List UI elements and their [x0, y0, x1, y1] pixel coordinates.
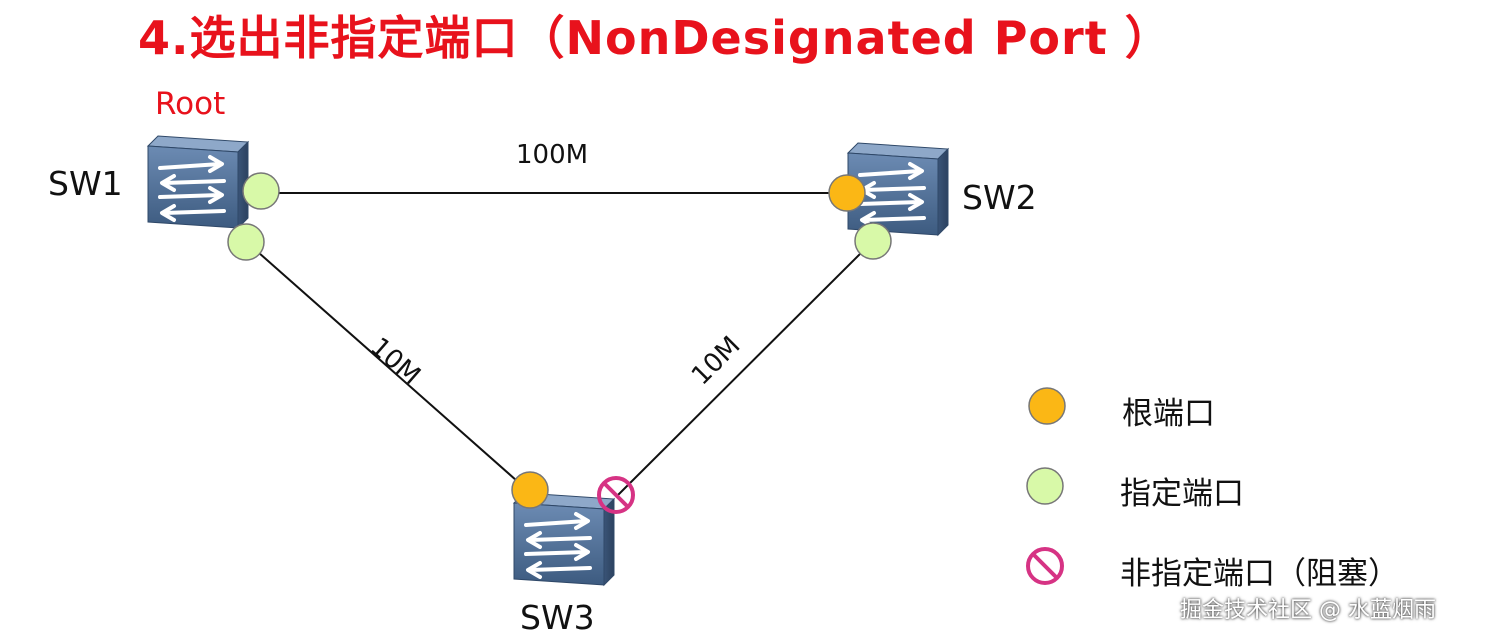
switch-sw3-label: SW3	[520, 598, 595, 637]
switch-sw1-icon	[146, 134, 250, 230]
legend-designated-port-label: 指定端口	[1120, 476, 1244, 512]
port-sw1-sw2-designated	[242, 172, 280, 210]
legend-blocked-port-icon	[1026, 547, 1064, 585]
switch-sw1-label: SW1	[48, 164, 123, 203]
port-sw3-sw2-blocked-icon	[597, 476, 635, 514]
legend-designated-port-icon	[1026, 467, 1064, 505]
port-sw2-sw3-designated	[854, 222, 892, 260]
legend-root-port-label: 根端口	[1122, 396, 1215, 432]
port-sw3-sw1-root	[511, 471, 549, 509]
page-title: 4.选出非指定端口（NonDesignated Port ）	[138, 11, 1172, 65]
switch-sw2-label: SW2	[962, 178, 1037, 217]
link-sw1-sw3	[249, 244, 526, 489]
root-label: Root	[155, 86, 226, 122]
port-sw1-sw3-designated	[227, 223, 265, 261]
port-sw2-sw1-root	[828, 174, 866, 212]
link-sw2-sw3	[617, 243, 871, 496]
link-sw1-sw2-label: 100M	[516, 140, 589, 170]
legend-non-designated-port-label: 非指定端口（阻塞）	[1120, 556, 1399, 592]
watermark: 掘金技术社区 @ 水蓝烟雨	[1180, 598, 1436, 623]
legend-root-port-icon	[1028, 387, 1066, 425]
